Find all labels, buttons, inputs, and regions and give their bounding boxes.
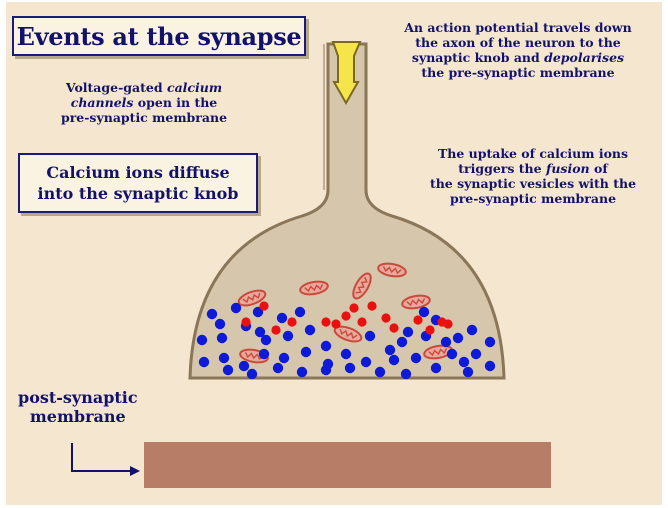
calcium-ion xyxy=(321,317,330,326)
note-text: The uptake of calcium ions xyxy=(418,146,648,161)
synaptic-vesicle xyxy=(361,357,371,367)
calcium-ion xyxy=(259,301,268,310)
synaptic-vesicle xyxy=(297,367,307,377)
synaptic-vesicle xyxy=(403,327,413,337)
calcium-ion xyxy=(425,325,434,334)
synaptic-vesicle xyxy=(485,361,495,371)
synaptic-vesicle xyxy=(323,359,333,369)
post-synaptic-label: post-synaptic membrane xyxy=(18,388,138,426)
calcium-ion xyxy=(349,303,358,312)
note-text: An action potential travels down xyxy=(392,20,644,35)
callout-text: Calcium ions diffuse xyxy=(46,162,229,183)
calcium-ion xyxy=(331,319,340,328)
uptake-note: The uptake of calcium ions triggers the … xyxy=(418,146,648,206)
synaptic-vesicle xyxy=(283,331,293,341)
calcium-channels-note: Voltage-gated calcium channels open in t… xyxy=(44,80,244,125)
note-text: synaptic knob and xyxy=(412,50,544,65)
callout-text: into the synaptic knob xyxy=(38,183,239,204)
synaptic-vesicle xyxy=(215,319,225,329)
calcium-ion xyxy=(341,311,350,320)
synaptic-vesicle xyxy=(239,361,249,371)
synaptic-vesicle xyxy=(219,353,229,363)
calcium-ion xyxy=(287,317,296,326)
note-emphasis: calcium xyxy=(167,80,222,95)
synaptic-vesicle xyxy=(247,369,257,379)
note-text: the synaptic vesicles with the xyxy=(418,176,648,191)
calcium-ion xyxy=(241,317,250,326)
synaptic-vesicle xyxy=(485,337,495,347)
note-text: the pre-synaptic membrane xyxy=(392,65,644,80)
calcium-ion xyxy=(413,315,422,324)
synaptic-vesicle xyxy=(453,333,463,343)
note-text: pre-synaptic membrane xyxy=(44,110,244,125)
note-emphasis: fusion xyxy=(546,161,590,176)
synaptic-vesicle xyxy=(385,345,395,355)
title-box: Events at the synapse xyxy=(12,16,306,56)
synaptic-vesicle xyxy=(431,363,441,373)
synaptic-vesicle xyxy=(279,353,289,363)
pointer-arrow-icon xyxy=(72,443,140,476)
synaptic-vesicle xyxy=(217,333,227,343)
synaptic-vesicle xyxy=(301,347,311,357)
synaptic-vesicle xyxy=(255,327,265,337)
calcium-ion xyxy=(389,323,398,332)
synaptic-vesicle xyxy=(231,303,241,313)
synaptic-vesicle xyxy=(321,341,331,351)
label-text: post-synaptic xyxy=(18,388,138,407)
action-potential-note: An action potential travels down the axo… xyxy=(392,20,644,80)
synaptic-vesicle xyxy=(197,335,207,345)
note-text: Voltage-gated xyxy=(66,80,167,95)
synaptic-vesicle xyxy=(365,331,375,341)
note-emphasis: channels xyxy=(71,95,134,110)
synaptic-vesicle xyxy=(389,355,399,365)
note-text: open in the xyxy=(133,95,217,110)
synaptic-vesicle xyxy=(463,367,473,377)
synaptic-vesicle xyxy=(471,349,481,359)
post-synaptic-membrane xyxy=(144,442,551,488)
synaptic-vesicle xyxy=(223,365,233,375)
synaptic-vesicle xyxy=(199,357,209,367)
synaptic-vesicle xyxy=(441,337,451,347)
synaptic-vesicle xyxy=(397,337,407,347)
synaptic-vesicle xyxy=(273,363,283,373)
label-text: membrane xyxy=(18,407,138,426)
calcium-ion xyxy=(381,313,390,322)
synaptic-vesicle xyxy=(277,313,287,323)
slide: Events at the synapse Voltage-gated calc… xyxy=(6,2,662,505)
calcium-ion xyxy=(357,317,366,326)
synaptic-vesicle xyxy=(467,325,477,335)
note-text: of xyxy=(590,161,608,176)
synaptic-vesicle xyxy=(295,307,305,317)
synaptic-vesicle xyxy=(419,307,429,317)
calcium-ion xyxy=(367,301,376,310)
note-text: pre-synaptic membrane xyxy=(418,191,648,206)
synaptic-vesicle xyxy=(447,349,457,359)
synaptic-vesicle xyxy=(375,367,385,377)
synaptic-vesicle xyxy=(207,309,217,319)
note-emphasis: depolarises xyxy=(544,50,624,65)
synaptic-vesicle xyxy=(305,325,315,335)
synaptic-vesicle xyxy=(401,369,411,379)
note-text: triggers the xyxy=(458,161,546,176)
page-title: Events at the synapse xyxy=(17,22,302,51)
calcium-ion xyxy=(443,319,452,328)
synaptic-vesicle xyxy=(411,353,421,363)
calcium-ion xyxy=(271,325,280,334)
synaptic-vesicle xyxy=(459,357,469,367)
note-text: the axon of the neuron to the xyxy=(392,35,644,50)
synaptic-vesicle xyxy=(341,349,351,359)
synaptic-vesicle xyxy=(259,349,269,359)
synaptic-vesicle xyxy=(345,363,355,373)
calcium-diffuse-callout: Calcium ions diffuse into the synaptic k… xyxy=(18,153,258,213)
